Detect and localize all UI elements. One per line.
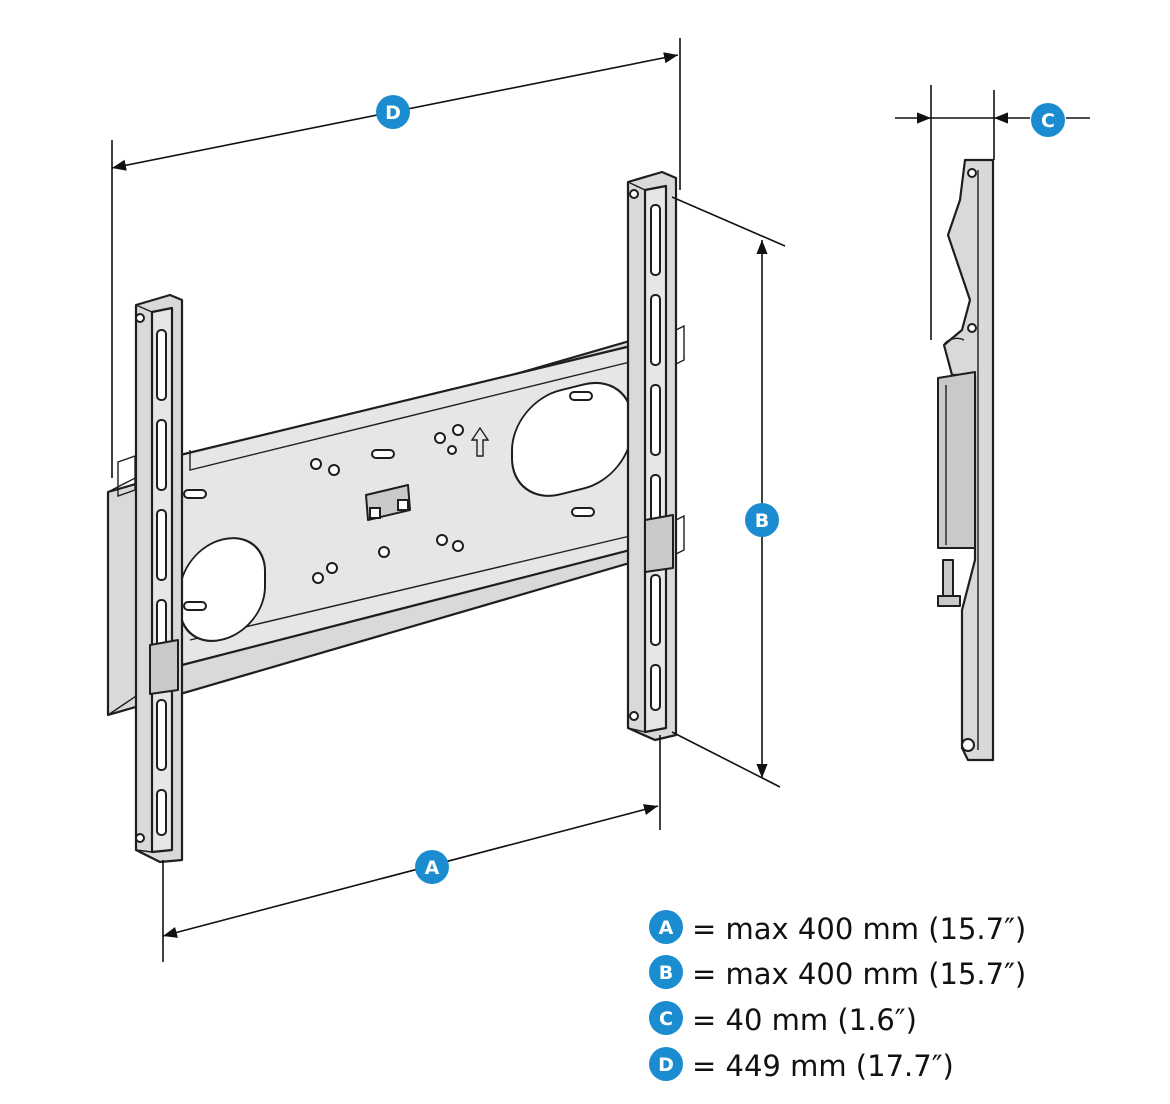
legend-item-a: A = max 400 mm (15.7″) xyxy=(649,910,1026,946)
svg-text:A: A xyxy=(659,917,674,939)
svg-text:= max 400 mm (15.7″): = max 400 mm (15.7″) xyxy=(692,957,1026,991)
bracket-front-view xyxy=(106,170,685,864)
svg-text:C: C xyxy=(1041,110,1055,132)
svg-text:= max 400 mm (15.7″): = max 400 mm (15.7″) xyxy=(692,912,1026,946)
svg-text:= 449 mm (17.7″): = 449 mm (17.7″) xyxy=(692,1049,954,1083)
badge-c: C xyxy=(1031,103,1065,137)
svg-text:A: A xyxy=(425,857,440,879)
svg-text:D: D xyxy=(658,1054,674,1076)
badge-b: B xyxy=(745,503,779,537)
svg-text:D: D xyxy=(385,102,401,124)
legend-item-d: D = 449 mm (17.7″) xyxy=(649,1047,954,1083)
svg-text:B: B xyxy=(755,510,769,532)
svg-text:= 40 mm (1.6″): = 40 mm (1.6″) xyxy=(692,1003,917,1037)
svg-text:B: B xyxy=(659,962,673,984)
badge-a: A xyxy=(415,850,449,884)
bracket-side-view xyxy=(937,158,995,762)
legend-item-c: C = 40 mm (1.6″) xyxy=(649,1001,917,1037)
legend-item-b: B = max 400 mm (15.7″) xyxy=(649,955,1026,991)
dimension-lines xyxy=(111,38,1090,962)
legend: A = max 400 mm (15.7″) B = max 400 mm (1… xyxy=(649,910,1026,1083)
badge-d: D xyxy=(376,95,410,129)
svg-text:C: C xyxy=(659,1008,673,1030)
